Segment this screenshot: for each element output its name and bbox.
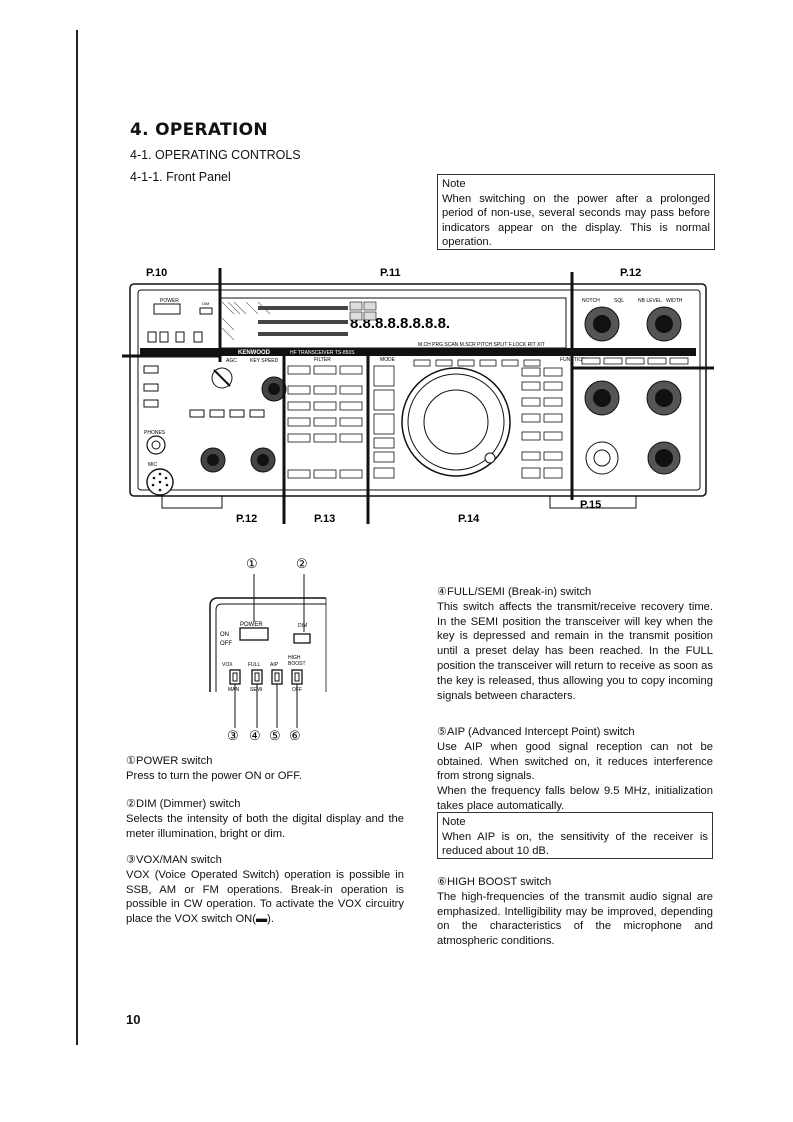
svg-text:PHONES: PHONES [144,430,166,436]
svg-text:AGC: AGC [226,358,237,364]
svg-text:WIDTH: WIDTH [666,298,683,304]
svg-text:DIM: DIM [202,301,209,306]
svg-text:SQL: SQL [614,298,624,304]
right-knobs [584,306,682,475]
subheading-front-panel: 4-1-1. Front Panel [130,170,231,184]
ref-p13: P.13 [314,513,335,525]
section-heading: 4. OPERATION [130,120,268,140]
svg-text:MODE: MODE [380,357,396,363]
full-semi-text: This switch affects the transmit/receive… [437,600,713,702]
callout-2: ② [296,556,308,571]
aip-text-2: When the frequency falls below 9.5 MHz, … [437,785,713,812]
ref-p10: P.10 [146,267,167,279]
aip-note-title: Note [442,816,466,828]
aip-title: ⑤AIP (Advanced Intercept Point) switch [437,726,635,738]
power-section: ①POWER switch Press to turn the power ON… [126,754,404,784]
full-semi-title: ④FULL/SEMI (Break-in) switch [437,586,592,598]
aip-text: Use AIP when good signal reception can n… [437,740,713,783]
svg-text:POWER: POWER [160,298,179,304]
svg-text:HIGH: HIGH [288,655,301,661]
aip-note-text: When AIP is on, the sensitivity of the r… [442,830,708,858]
vox-section: ③VOX/MAN switch VOX (Voice Operated Swit… [126,853,404,927]
dim-switch-drawing [293,633,311,644]
svg-text:SEMI: SEMI [250,687,262,693]
svg-text:AIP: AIP [270,662,279,668]
svg-text:FULL: FULL [248,662,260,668]
agc-knobs [200,367,287,473]
vox-text: VOX (Voice Operated Switch) operation is… [126,868,404,926]
power-detail-figure: ① ② POWER ON OFF DIM VOX FULL AIP HIGH B… [209,556,327,743]
ref-p12-top: P.12 [620,267,641,279]
dim-title: ②DIM (Dimmer) switch [126,798,241,810]
power-text: Press to turn the power ON or OFF. [126,769,302,782]
svg-text:MAN: MAN [228,687,240,693]
callout-3: ③ [227,728,239,743]
ref-p15: P.15 [580,499,601,511]
subheading-controls: 4-1. OPERATING CONTROLS [130,148,301,162]
callout-5: ⑤ [269,728,281,743]
power-title: ①POWER switch [126,755,213,767]
binding-line [76,30,78,1045]
svg-text:MIC: MIC [148,462,158,468]
callout-1: ① [246,556,258,571]
svg-text:ON: ON [220,632,229,638]
high-boost-title: ⑥HIGH BOOST switch [437,876,552,888]
top-note-text: When switching on the power after a prol… [442,192,710,249]
dim-section: ②DIM (Dimmer) switch Selects the intensi… [126,797,404,841]
model-name: HF TRANSCEIVER TS-850S [290,350,355,356]
power-switch-drawing [239,627,269,641]
svg-text:M.CH PRG SCAN M.SCR PITCH: M.CH PRG SCAN M.SCR PITCH SPLIT F.LOCK R… [418,342,545,348]
svg-text:DIM: DIM [298,623,307,629]
ref-p12-bottom: P.12 [236,513,257,525]
aip-note: Note When AIP is on, the sensitivity of … [437,812,713,859]
svg-text:POWER: POWER [240,622,263,628]
vox-title: ③VOX/MAN switch [126,854,222,866]
ref-p11: P.11 [380,267,401,279]
svg-text:BOOST: BOOST [288,661,306,667]
phones-jack [146,435,166,455]
brand-logo: KENWOOD [238,350,271,356]
ref-p14: P.14 [458,513,480,525]
callout-4: ④ [249,728,261,743]
high-boost-section: ⑥HIGH BOOST switch The high-frequencies … [437,875,713,949]
high-boost-text: The high-frequencies of the transmit aud… [437,890,713,948]
top-note-title: Note [442,178,466,190]
svg-text:VOX: VOX [222,662,233,668]
top-note: Note When switching on the power after a… [437,174,715,250]
aip-section: ⑤AIP (Advanced Intercept Point) switch U… [437,725,713,814]
full-semi-section: ④FULL/SEMI (Break-in) switch This switch… [437,585,713,703]
svg-text:OFF: OFF [220,641,232,647]
svg-text:NB LEVEL: NB LEVEL [638,298,662,304]
front-panel-figure: P.10 P.11 P.12 P.12 P.13 P.14 P.15 8.8.8… [122,267,714,525]
svg-text:FILTER: FILTER [314,357,331,363]
svg-text:KEY SPEED: KEY SPEED [250,358,279,364]
page-number: 10 [126,1012,141,1027]
callout-6: ⑥ [289,728,301,743]
dim-text: Selects the intensity of both the digita… [126,812,404,840]
svg-text:NOTCH: NOTCH [582,298,600,304]
